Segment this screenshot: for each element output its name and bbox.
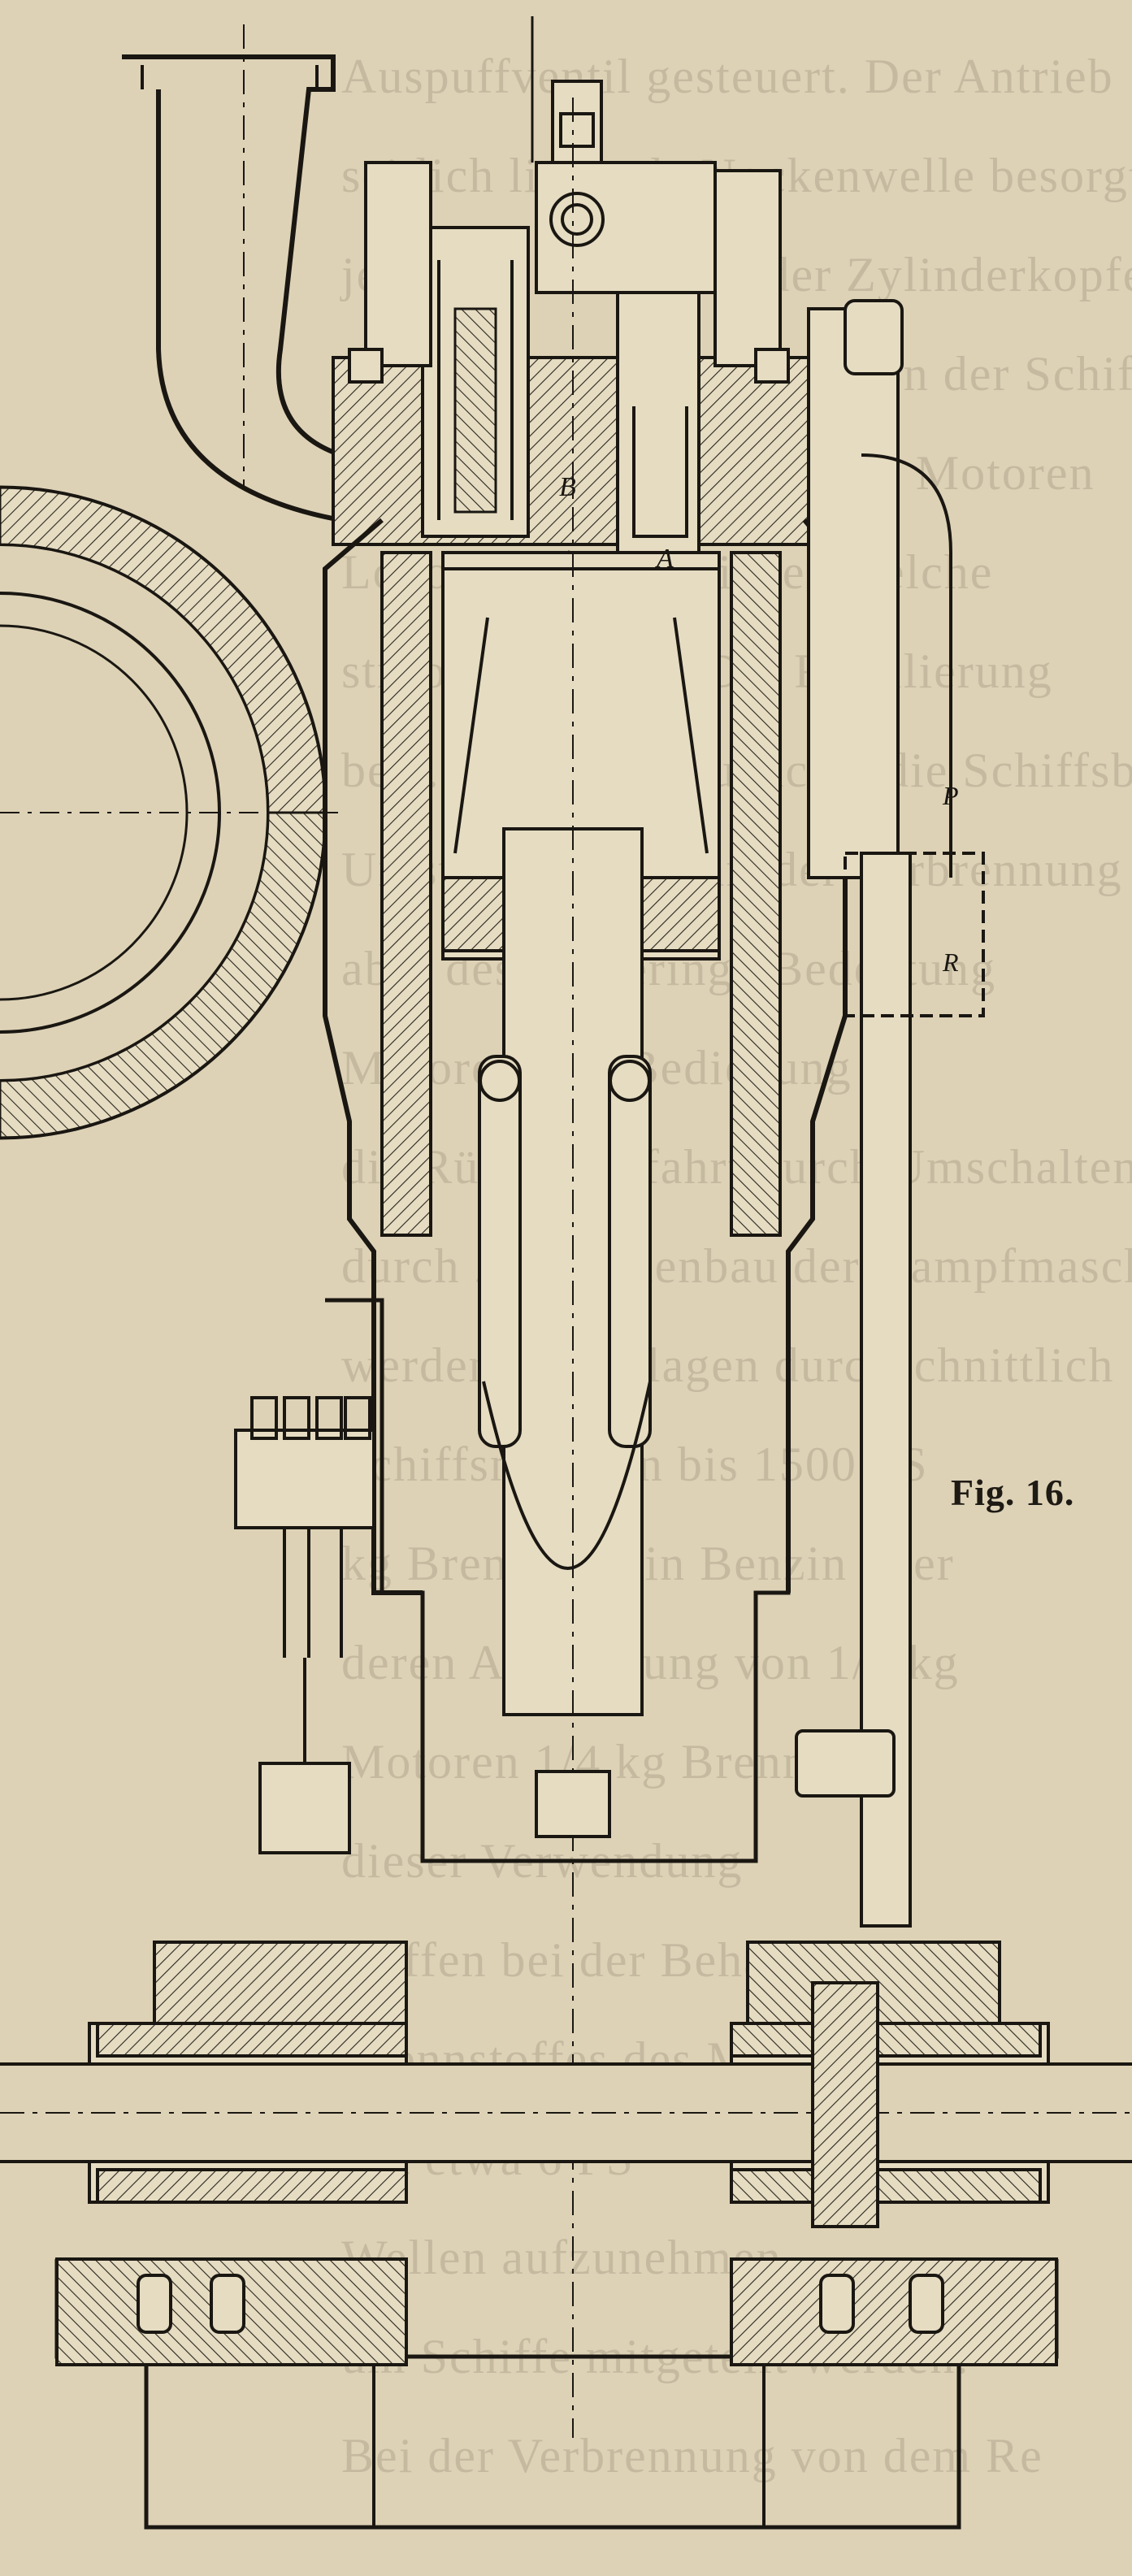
bleed-through-line: werden die Anlagen durchschnittlich [341,1338,1115,1392]
label-p: P [942,781,959,810]
lubricator [234,1396,375,1854]
label-a: A [655,544,674,574]
bleed-through-line: durch Zusammenbau der Dampfmaschine [341,1239,1132,1293]
bleed-through-line: deren Ausnutzung von 1/4 kg [341,1636,960,1689]
bleed-through-line: Auspuffventil gesteuert. Der Antrieb [341,50,1114,103]
connecting-rods [478,1055,652,1838]
crankcase-frame [0,1298,1132,2530]
bleed-through-line: Wellen aufzunehmen [341,2231,783,2284]
exhaust-pipe [122,24,423,531]
label-r: R [942,948,959,977]
figure-caption: Fig. 16. [951,1472,1075,1513]
fuel-pump-rod [795,299,985,1928]
bleed-through-line: kg Brennstoff in Benzin oder [341,1537,955,1590]
bleed-through-line: Bei der Verbrennung von dem Re [341,2429,1043,2483]
flywheel-section [0,485,341,1140]
label-b: B [559,472,576,502]
